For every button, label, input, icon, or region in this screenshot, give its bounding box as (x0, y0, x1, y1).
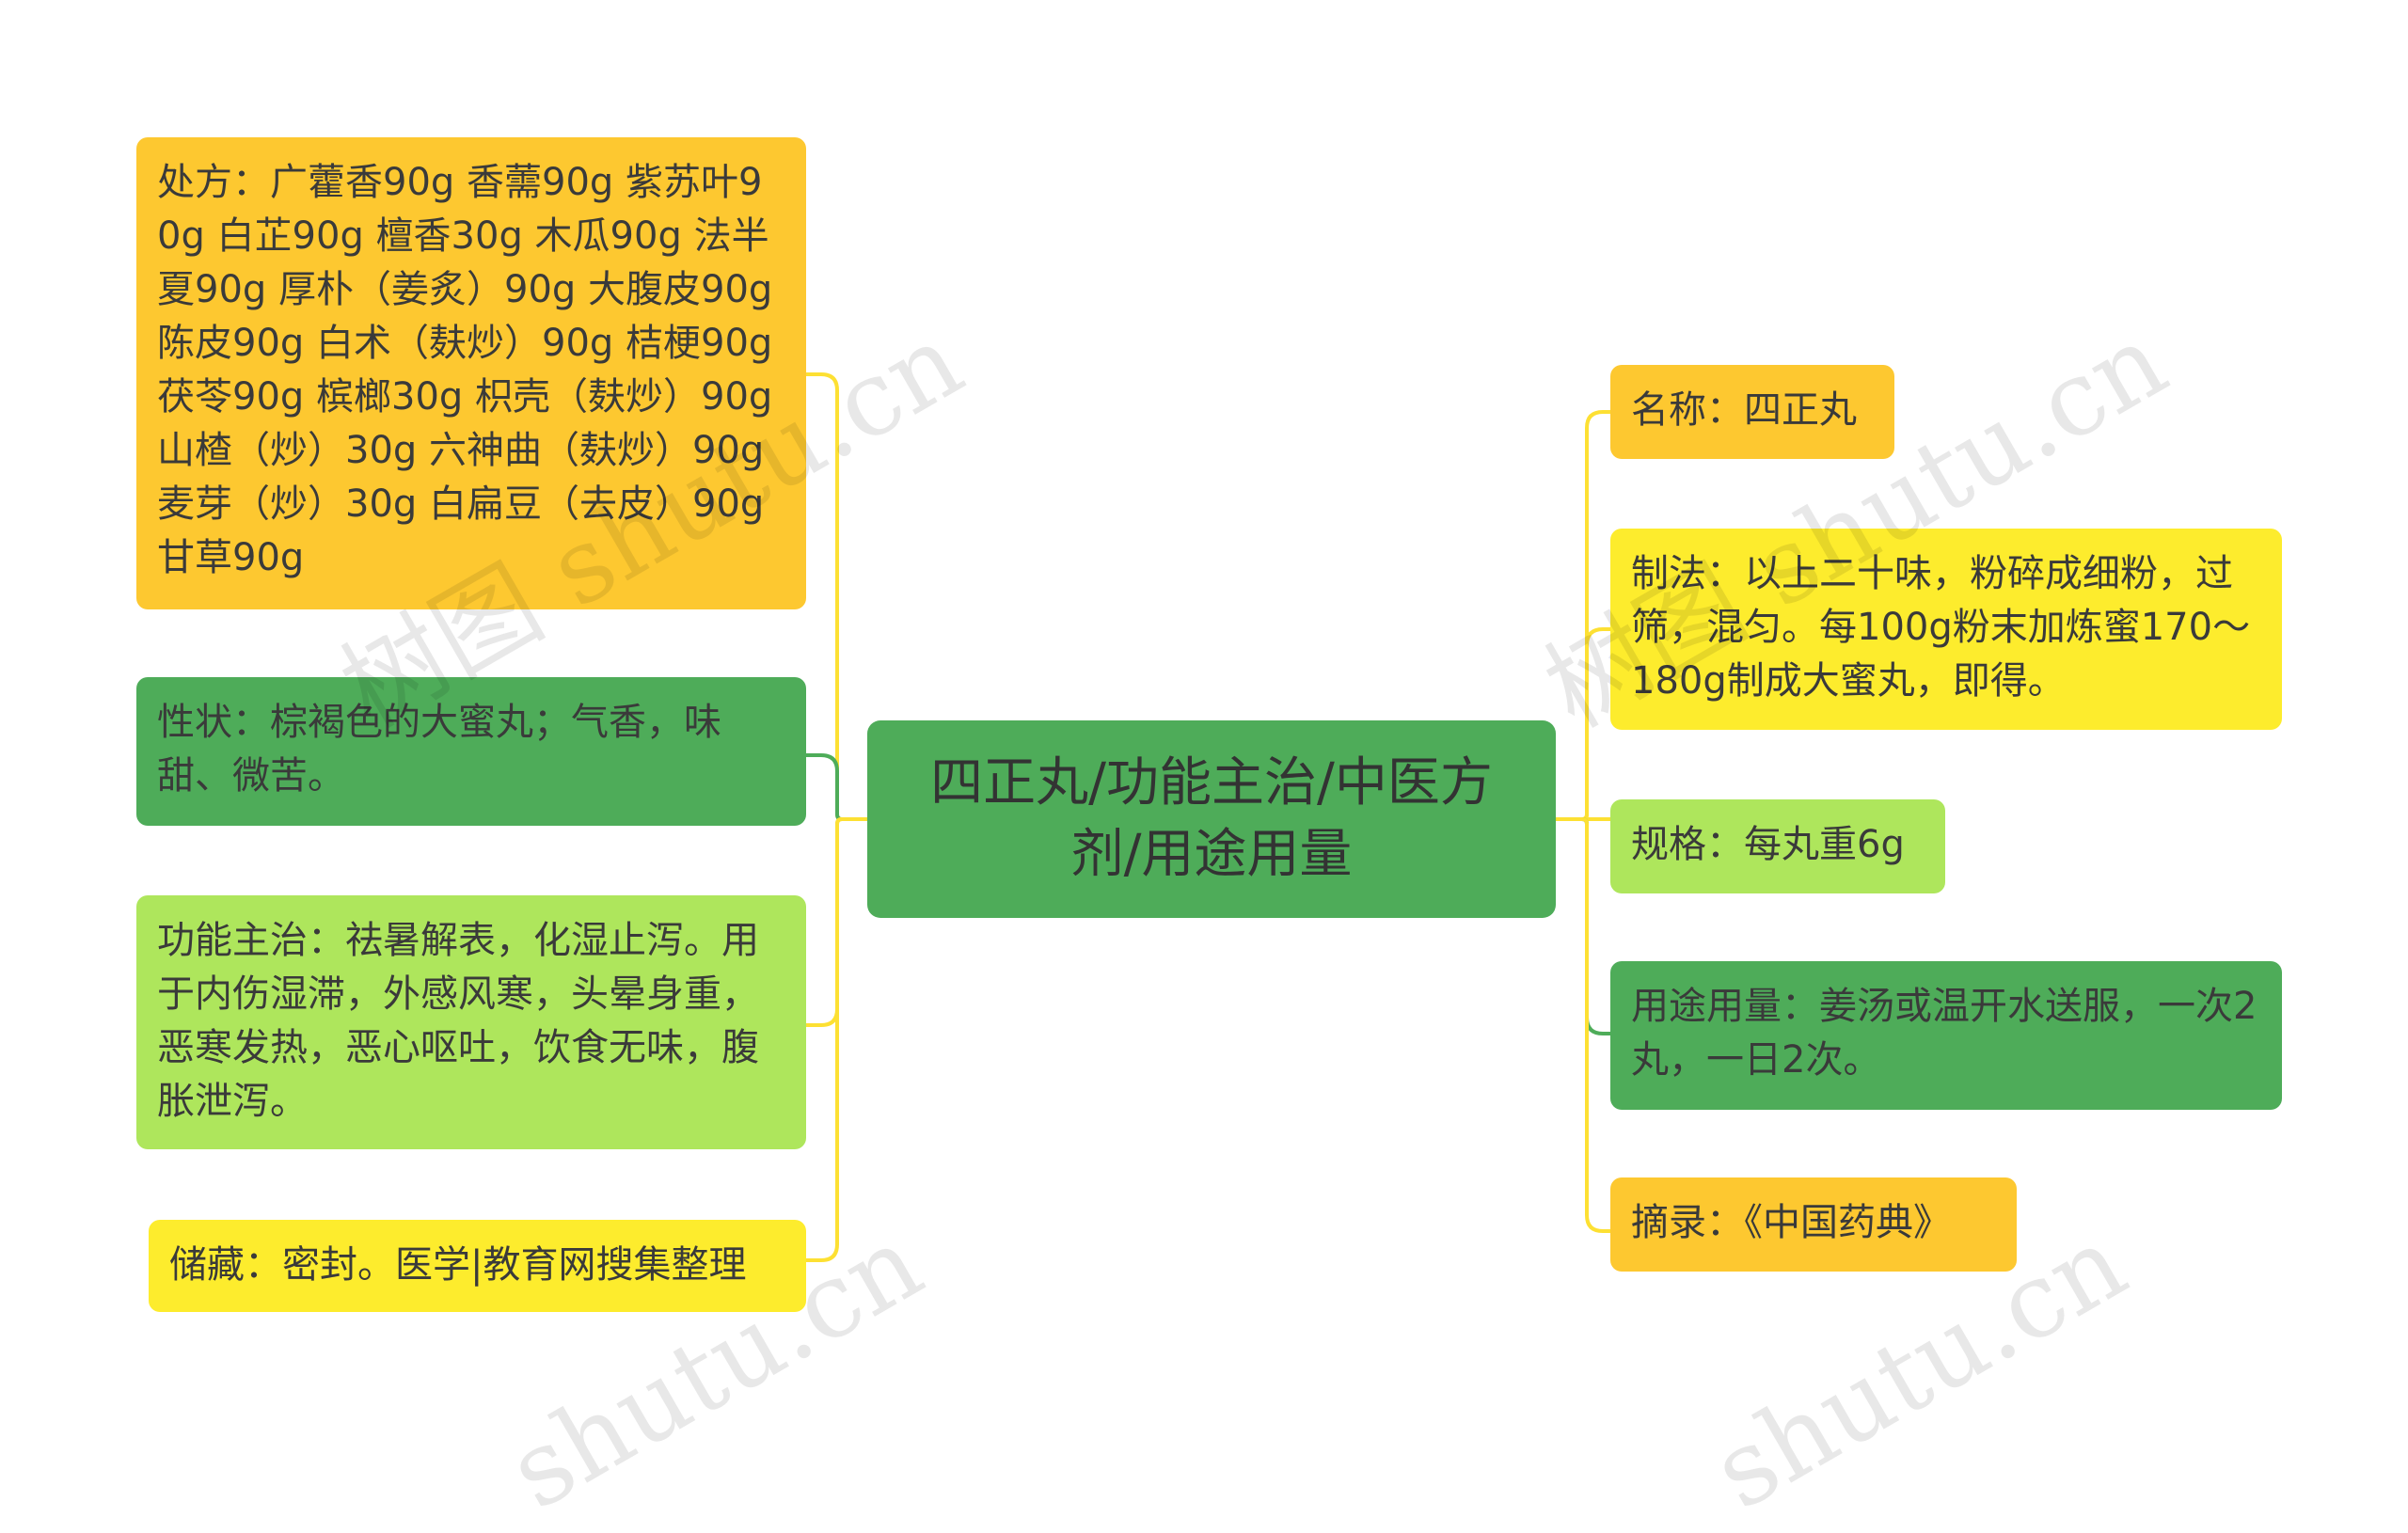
node-indications-text: 功能主治：祛暑解表，化湿止泻。用于内伤湿滞，外感风寒，头晕身重，恶寒发热，恶心呕… (157, 919, 759, 1123)
connector-method (1552, 627, 1612, 821)
node-indications[interactable]: 功能主治：祛暑解表，化湿止泻。用于内伤湿滞，外感风寒，头晕身重，恶寒发热，恶心呕… (136, 895, 806, 1149)
connector-name (1552, 410, 1612, 821)
node-usage[interactable]: 用途用量：姜汤或温开水送服，一次2丸，一日2次。 (1610, 961, 2282, 1110)
node-source-text: 摘录：《中国药典》 (1631, 1201, 1951, 1244)
node-method[interactable]: 制法：以上二十味，粉碎成细粉，过筛，混匀。每100g粉末加炼蜜170～180g制… (1610, 529, 2282, 730)
node-method-text: 制法：以上二十味，粉碎成细粉，过筛，混匀。每100g粉末加炼蜜170～180g制… (1631, 552, 2251, 703)
node-usage-text: 用途用量：姜汤或温开水送服，一次2丸，一日2次。 (1631, 985, 2258, 1082)
node-name[interactable]: 名称：四正丸 (1610, 365, 1894, 459)
connector-properties (802, 753, 877, 821)
connector-prescription (802, 372, 877, 821)
connector-usage (1552, 817, 1612, 1035)
node-prescription-text: 处方：广藿香90g 香薷90g 紫苏叶90g 白芷90g 檀香30g 木瓜90g… (157, 161, 773, 579)
node-storage[interactable]: 储藏：密封。医学|教育网搜集整理 (149, 1220, 806, 1312)
node-spec-text: 规格：每丸重6g (1631, 823, 1905, 866)
central-topic-label: 四正丸/功能主治/中医方剂/用途用量 (930, 752, 1493, 885)
node-storage-text: 储藏：密封。医学|教育网搜集整理 (169, 1243, 747, 1287)
mindmap-canvas: 四正丸/功能主治/中医方剂/用途用量 处方：广藿香90g 香薷90g 紫苏叶90… (136, 137, 2282, 1533)
node-properties[interactable]: 性状：棕褐色的大蜜丸；气香，味甜、微苦。 (136, 677, 806, 826)
central-topic[interactable]: 四正丸/功能主治/中医方剂/用途用量 (867, 720, 1556, 918)
connector-source (1552, 817, 1612, 1233)
node-spec[interactable]: 规格：每丸重6g (1610, 799, 1945, 893)
node-properties-text: 性状：棕褐色的大蜜丸；气香，味甜、微苦。 (157, 701, 721, 798)
node-name-text: 名称：四正丸 (1631, 388, 1857, 432)
connector-storage (802, 817, 877, 1262)
node-prescription[interactable]: 处方：广藿香90g 香薷90g 紫苏叶90g 白芷90g 檀香30g 木瓜90g… (136, 137, 806, 609)
connector-indications (802, 817, 877, 1027)
node-source[interactable]: 摘录：《中国药典》 (1610, 1177, 2017, 1272)
connector-lines (802, 372, 1612, 1262)
